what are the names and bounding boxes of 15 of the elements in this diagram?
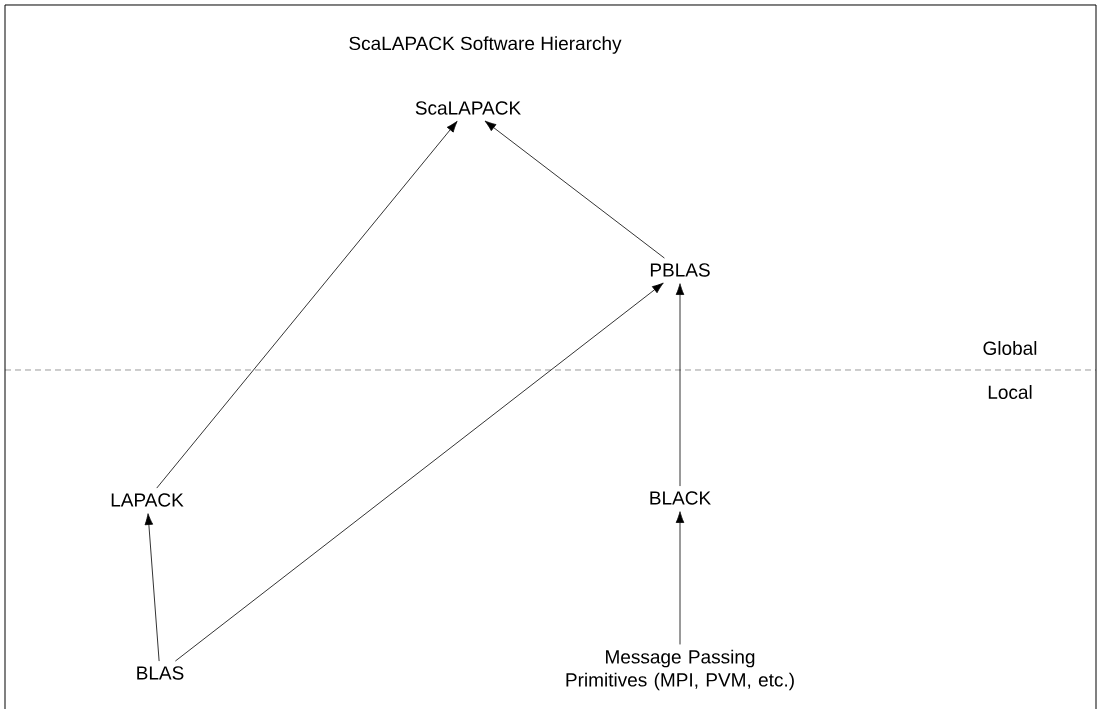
region-label: Global [983,341,1037,355]
arrow [675,511,685,645]
region-label: Local [988,385,1032,399]
arrow [156,120,458,489]
title: ScaLAPACK Software Hierarchy [349,36,622,54]
node-label: PBLAS [650,263,710,277]
arrow [174,282,664,662]
arrow [484,120,665,259]
node-label: LAPACK [111,493,184,507]
node-label: BLACK [650,491,711,505]
arrow [144,513,160,662]
node-label: Message Passing Primitives (MPI, PVM, etc.) [566,649,794,691]
node-label: BLAS [137,666,184,680]
arrow [675,283,685,487]
node-label: ScaLAPACK [415,101,521,115]
